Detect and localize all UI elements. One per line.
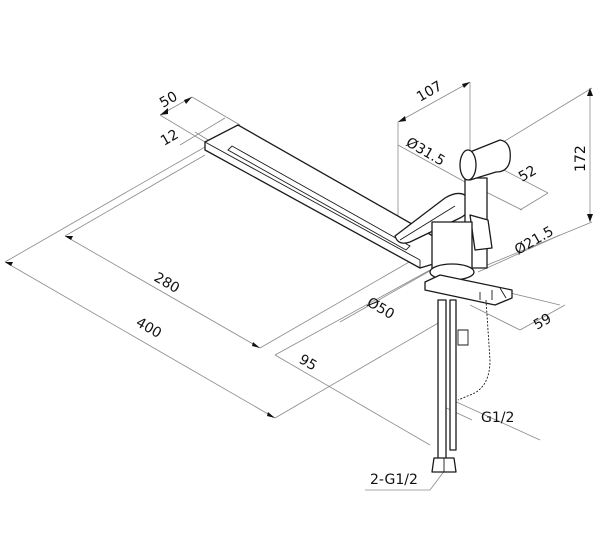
faucet-body	[424, 221, 513, 306]
dim-inlet-thread: G1/2	[481, 410, 514, 426]
dim-shower-offset: 107	[414, 78, 445, 105]
dim-reach-400: 400	[133, 315, 164, 342]
supply-pipes	[431, 299, 491, 473]
dim-supply-thread: 2-G1/2	[370, 472, 418, 488]
dim-slot-width: 12	[158, 127, 181, 150]
dim-reach-280: 280	[151, 270, 182, 297]
dim-base-diameter: Ø50	[364, 295, 397, 323]
dim-total-height: 172	[573, 145, 589, 172]
dim-shower-diameter: Ø31.5	[403, 135, 448, 170]
dim-holder-diameter: Ø21.5	[512, 224, 557, 259]
dim-shower-length: 52	[516, 163, 539, 186]
dim-offset-95: 95	[296, 352, 319, 375]
dimension-arrows	[5, 82, 593, 418]
dim-spout-width: 50	[157, 89, 180, 112]
dim-holder-offset: 59	[531, 311, 554, 334]
dimension-lines	[4, 81, 593, 491]
